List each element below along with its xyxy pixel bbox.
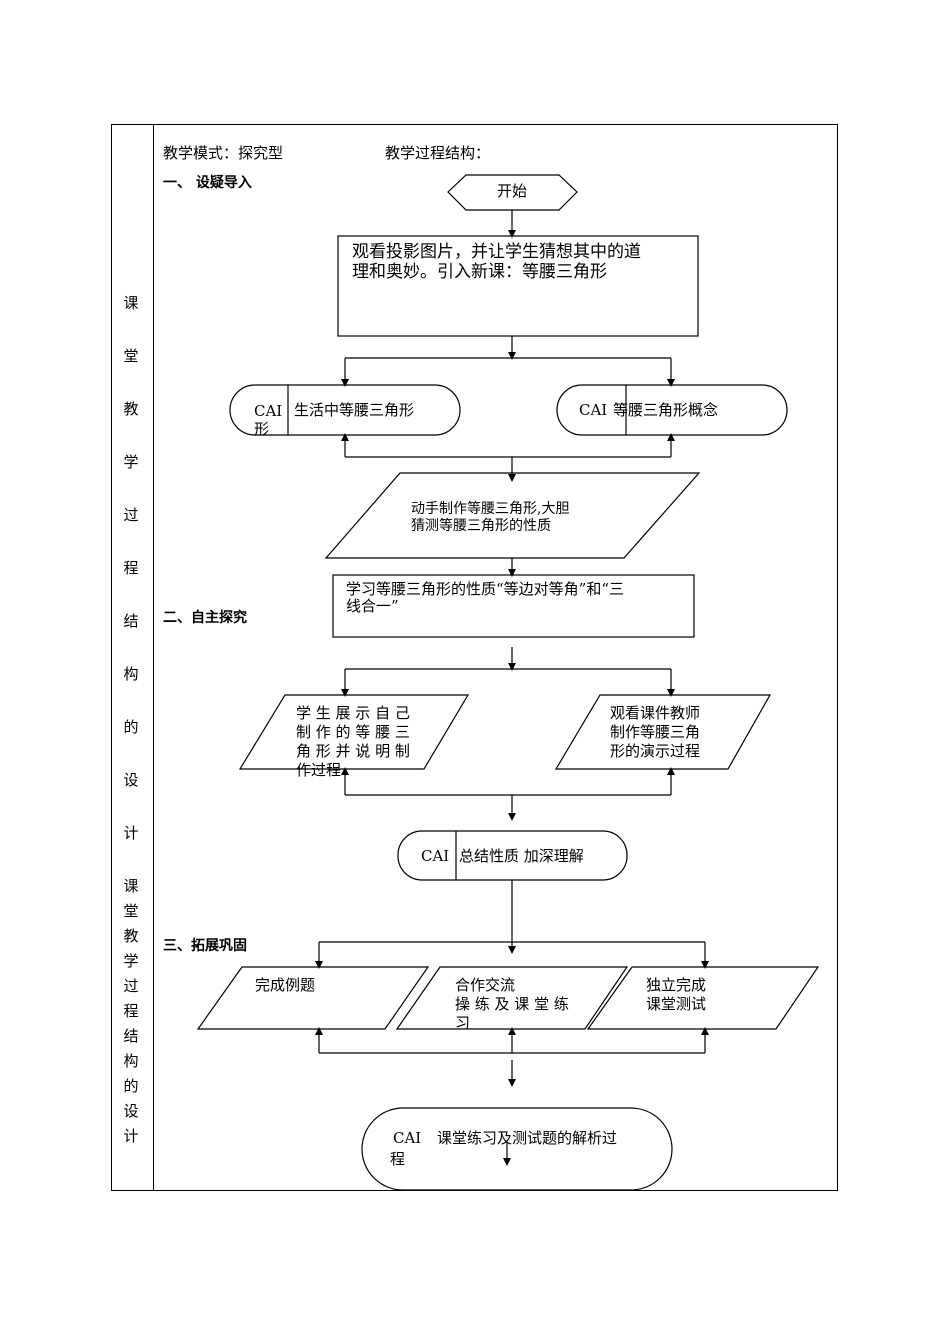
side-char: 堂	[123, 902, 139, 920]
coop-line-2: 操 练 及 课 堂 练	[455, 995, 569, 1013]
coop-line-1: 合作交流	[455, 976, 516, 994]
cai-left-text: 生活中等腰三角形	[294, 401, 415, 419]
final-tail: 程	[390, 1150, 406, 1168]
final-shape	[361, 1107, 673, 1191]
side-char: 计	[123, 1127, 139, 1145]
watch-line-2: 制作等腰三角	[610, 723, 701, 741]
side-char: 学	[123, 952, 139, 970]
make-line-1: 动手制作等腰三角形,大胆	[411, 501, 570, 517]
final-tag: CAI	[393, 1129, 422, 1147]
intro-box	[337, 235, 699, 337]
final-text: 课堂练习及测试题的解析过	[437, 1129, 618, 1147]
summary-text: 总结性质 加深理解	[459, 847, 584, 865]
side-char: 学	[123, 453, 139, 471]
side-char: 过	[123, 506, 139, 524]
column-divider	[153, 124, 154, 1191]
side-char: 结	[123, 612, 139, 630]
make-shape	[324, 472, 701, 559]
cai-left-tag: CAI	[254, 402, 283, 420]
side-char: 过	[123, 977, 139, 995]
intro-line-2: 理和奥妙。引入新课：等腰三角形	[352, 262, 607, 282]
indep-line-2: 课堂测试	[646, 995, 707, 1013]
side-char: 课	[123, 877, 139, 895]
watch-line-1: 观看课件教师	[610, 704, 701, 722]
side-char: 教	[123, 927, 139, 945]
teaching-mode: 教学模式：探究型	[163, 144, 284, 162]
side-char: 教	[123, 400, 139, 418]
start-label: 开始	[497, 182, 528, 200]
make-line-2: 猜测等腰三角形的性质	[411, 518, 551, 534]
side-char: 构	[123, 1052, 139, 1070]
show-line-1: 学 生 展 示 自 己	[296, 704, 410, 722]
side-char: 设	[123, 1102, 139, 1120]
side-char: 结	[123, 1027, 139, 1045]
side-char: 程	[123, 559, 139, 577]
example-label: 完成例题	[255, 976, 316, 994]
watch-line-3: 形的演示过程	[610, 742, 701, 760]
example-shape	[196, 966, 430, 1030]
coop-shape	[395, 966, 629, 1030]
side-char: 的	[123, 718, 139, 736]
side-char: 课	[123, 294, 139, 312]
side-char: 设	[123, 771, 139, 789]
cai-right-text: 等腰三角形概念	[613, 401, 719, 419]
side-char: 程	[123, 1002, 139, 1020]
show-line-4: 作过程	[296, 761, 342, 779]
side-char: 计	[123, 824, 139, 842]
side-char: 的	[123, 1077, 139, 1095]
side-char: 构	[123, 665, 139, 683]
coop-line-3: 习	[455, 1014, 471, 1032]
intro-line-1: 观看投影图片，并让学生猜想其中的道	[352, 242, 641, 262]
section-1-title: 一、 设疑导入	[163, 175, 252, 191]
learn-box	[332, 574, 695, 638]
show-shape	[238, 694, 470, 770]
start-shape	[447, 174, 578, 211]
show-line-3: 角 形 并 说 明 制	[296, 742, 410, 760]
indep-shape	[586, 966, 820, 1030]
side-char: 堂	[123, 347, 139, 365]
cai-left-tail: 形	[254, 420, 270, 438]
summary-tag: CAI	[421, 847, 450, 865]
structure-title: 教学过程结构：	[385, 144, 491, 162]
learn-line-1: 学习等腰三角形的性质“等边对等角”和“三	[346, 580, 625, 598]
learn-line-2: 线合一”	[346, 597, 399, 615]
section-3-title: 三、拓展巩固	[163, 938, 247, 954]
cai-right-tag: CAI	[579, 401, 608, 419]
indep-line-1: 独立完成	[646, 976, 707, 994]
watch-shape	[554, 694, 772, 770]
section-2-title: 二、自主探究	[163, 610, 247, 626]
show-line-2: 制 作 的 等 腰 三	[296, 723, 410, 741]
